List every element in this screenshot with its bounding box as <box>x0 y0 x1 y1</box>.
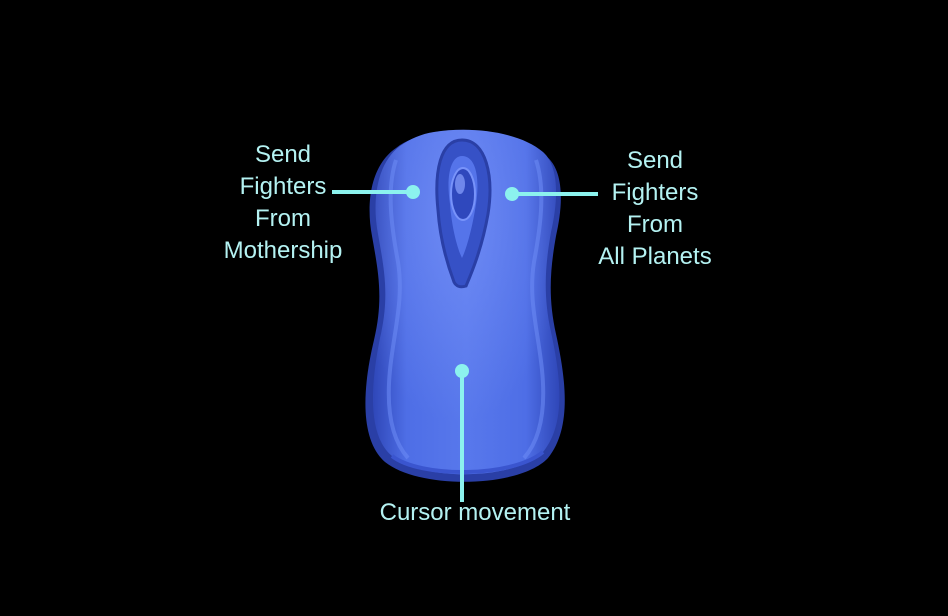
right-label-line: Fighters <box>611 179 699 206</box>
cursor-movement-label: Cursor movement <box>350 497 600 529</box>
right-button-label: Send Fighters From All Planets <box>580 145 730 273</box>
leader-line-bottom <box>455 364 469 502</box>
right-label-line: From <box>627 211 683 238</box>
scroll-wheel <box>450 167 476 221</box>
left-button-label: Send Fighters From Mothership <box>208 139 358 267</box>
leader-line-left <box>332 185 420 199</box>
right-label-line: Send <box>626 147 684 174</box>
left-label-line: Fighters <box>239 173 327 200</box>
right-label-line: All Planets <box>598 243 712 270</box>
cursor-label-text: Cursor movement <box>379 499 571 526</box>
left-label-line: From <box>255 205 311 232</box>
leader-line-right <box>505 187 598 201</box>
left-label-line: Send <box>254 141 312 168</box>
left-label-line: Mothership <box>223 237 343 264</box>
